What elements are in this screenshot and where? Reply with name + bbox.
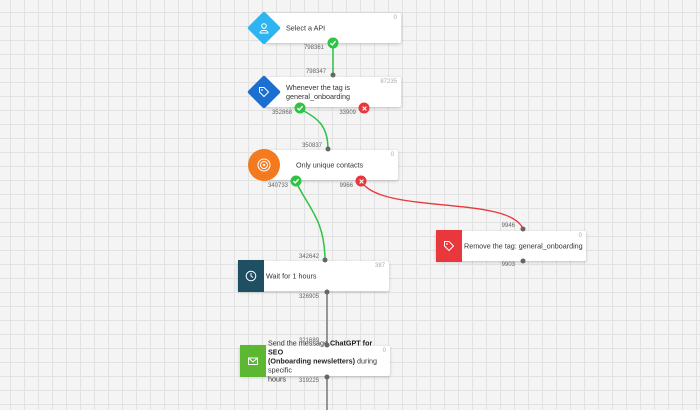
node-remove-tag-count: 0 [578, 233, 582, 239]
port-tag-no[interactable] [358, 102, 370, 114]
tag-icon [259, 87, 270, 98]
port-unique-no[interactable] [355, 175, 367, 187]
target-icon [257, 158, 271, 172]
node-tag-trigger-label-line1: Whenever the tag is [286, 83, 350, 92]
node-send-message-name-2: (Onboarding newsletters) [268, 356, 356, 366]
node-wait[interactable]: Wait for 1 hours 387 [238, 260, 389, 292]
port-unique-yes-count: 340733 [267, 183, 288, 189]
port-wait-in[interactable] [322, 257, 328, 263]
port-wait-in-count: 342642 [298, 254, 319, 260]
node-send-message[interactable]: Send the message ChatGPT for SEO (Onboar… [240, 339, 390, 384]
checkmark-icon [296, 105, 304, 111]
port-wait-out-count: 326905 [298, 294, 319, 300]
node-tag-trigger[interactable]: Whenever the tag is general_onboarding 8… [247, 75, 401, 109]
checkmark-icon [329, 40, 337, 46]
node-send-message-suffix: during specific [268, 356, 378, 375]
envelope-icon [248, 357, 258, 365]
port-send-in-count: 321689 [298, 338, 319, 344]
port-remove-in-count: 9946 [501, 223, 515, 229]
port-tag-in[interactable] [330, 72, 336, 78]
node-tag-trigger-label: Whenever the tag is general_onboarding [286, 83, 350, 101]
close-icon [358, 178, 364, 184]
node-unique-contacts[interactable]: Only unique contacts 0 [248, 149, 398, 181]
node-wait-count: 387 [374, 263, 385, 269]
connector-unique-no-to-remove [360, 180, 524, 230]
node-send-message-icon-bg [240, 345, 266, 377]
node-unique-contacts-icon-bg [248, 149, 280, 181]
port-send-out[interactable] [324, 374, 330, 380]
port-tag-no-count: 33909 [339, 110, 356, 116]
port-remove-out[interactable] [520, 258, 526, 264]
node-remove-tag-icon-bg [436, 230, 462, 262]
port-unique-in-count: 350837 [301, 143, 322, 149]
port-api-out-count: 798361 [303, 45, 324, 51]
close-icon [361, 105, 367, 111]
node-send-message-suffix-2: hours [268, 374, 286, 384]
node-send-message-prefix: Send the message [268, 338, 330, 348]
port-unique-in[interactable] [325, 146, 331, 152]
node-select-api-count: 0 [393, 15, 397, 21]
node-send-message-label: Send the message ChatGPT for SEO (Onboar… [268, 339, 386, 384]
node-send-message-count: 0 [382, 348, 386, 354]
node-remove-tag[interactable]: Remove the tag: general_onboarding 0 [436, 230, 586, 262]
user-icon [259, 23, 269, 34]
node-unique-contacts-count: 0 [390, 152, 394, 158]
tag-icon [444, 241, 455, 252]
port-wait-out[interactable] [324, 289, 330, 295]
port-tag-yes-count: 352868 [271, 110, 292, 116]
node-wait-label: Wait for 1 hours [266, 271, 317, 281]
port-unique-yes[interactable] [290, 175, 302, 187]
node-tag-trigger-count: 87235 [380, 79, 397, 85]
clock-icon [245, 270, 257, 282]
node-send-message-name: ChatGPT for SEO [268, 338, 373, 357]
port-remove-out-count: 9903 [501, 262, 515, 268]
node-select-api-icon-bg [247, 11, 281, 45]
node-unique-contacts-label: Only unique contacts [296, 160, 364, 170]
checkmark-icon [292, 178, 300, 184]
node-tag-trigger-icon-bg [247, 75, 281, 109]
port-remove-in[interactable] [520, 226, 526, 232]
connector-unique-yes-to-wait [295, 181, 326, 259]
port-send-in[interactable] [324, 342, 330, 348]
node-select-api-label: Select a API [286, 23, 326, 33]
port-tag-in-count: 798347 [305, 69, 326, 75]
port-api-success[interactable] [327, 37, 339, 49]
port-send-out-count: 319225 [298, 378, 319, 384]
node-wait-icon-bg [238, 260, 264, 292]
node-remove-tag-label: Remove the tag: general_onboarding [464, 241, 583, 251]
port-tag-yes[interactable] [294, 102, 306, 114]
node-tag-trigger-label-line2: general_onboarding [286, 92, 350, 101]
port-unique-no-count: 9966 [339, 183, 353, 189]
